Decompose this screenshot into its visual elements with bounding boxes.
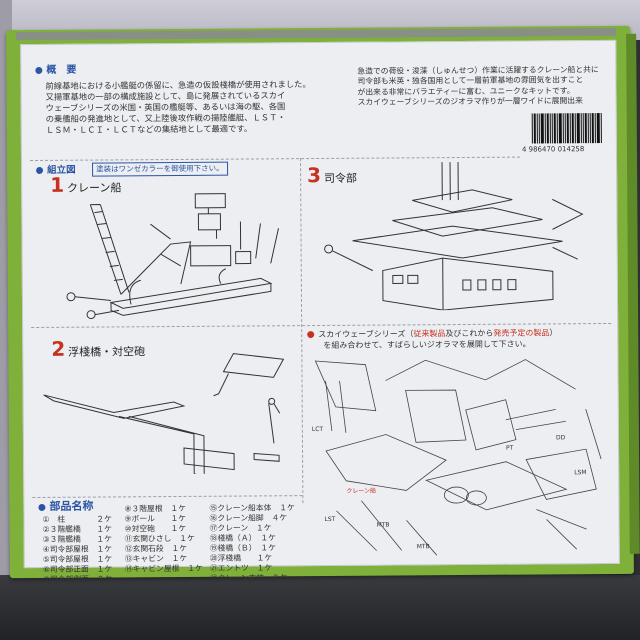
overview-line: ＬＳＭ・ＬＣＩ・ＬＣＴなどの集結地として最適です。 xyxy=(45,123,253,135)
map-label: PT xyxy=(506,445,514,452)
part-item: ⑥司令部正面 １ケ xyxy=(42,564,113,574)
part-item: ③３階艦橋 １ケ xyxy=(42,534,113,544)
part-item: ⑦司令部側面 ２ケ xyxy=(42,574,113,584)
map-label: LCT xyxy=(312,426,324,433)
part-item: ⑭キャビン屋根 １ケ xyxy=(124,563,203,574)
table-surface xyxy=(0,575,640,640)
divider xyxy=(32,495,303,499)
model-kit-box: 概 要 前線基地における小艦艇の係留に、急造の仮設棧橋が使用されました。 又揚軍… xyxy=(6,25,640,584)
bullet-icon xyxy=(307,331,315,339)
part-item: ㉒クレーン支柱 ２ケ xyxy=(209,573,288,583)
parts-column-1: ① 柱 ２ケ ②３階艦橋 １ケ ③３階艦橋 １ケ ④司令部屋根 １ケ ⑤司令部屋… xyxy=(42,514,112,584)
part-item: ⑤司令部屋根 １ケ xyxy=(42,554,113,564)
map-label: MTB xyxy=(377,522,390,529)
overview-left-text: 前線基地における小艦艇の係留に、急造の仮設棧橋が使用されました。 又揚軍基地の一… xyxy=(45,79,345,136)
pontoon-pier-diagram xyxy=(43,353,285,475)
divider xyxy=(299,158,304,504)
part-item: ⑫玄関石段 １ケ xyxy=(124,543,188,554)
map-label: MTB xyxy=(417,543,430,550)
map-label: LST xyxy=(324,516,335,523)
part-item: ⑮クレーン船本体 １ケ xyxy=(209,503,295,513)
part-item: ⑲棧橋（Ｂ） １ケ xyxy=(209,543,277,553)
part-item: ㉑エントツ １ケ xyxy=(209,563,273,573)
parts-column-3: ⑮クレーン船本体 １ケ ⑯クレーン船脚 ４ケ ⑰クレーン １ケ ⑱棧橋（Ａ） １… xyxy=(209,503,295,584)
barcode xyxy=(531,113,603,144)
part-item: ⑬キャビン １ケ xyxy=(124,553,188,564)
diorama-map-diagram: LCT LST MTB MTB LSM DD PT クレーン船 xyxy=(312,359,602,556)
bullet-icon xyxy=(38,503,46,511)
instruction-panel: 概 要 前線基地における小艦艇の係留に、急造の仮設棧橋が使用されました。 又揚軍… xyxy=(20,39,620,584)
series-heading: スカイウェーブシリーズ（従来製品及びこれから発売予定の製品） xyxy=(307,328,557,340)
bullet-icon xyxy=(36,166,44,174)
overview-right-text: 急造での荷役・浚渫（しゅんせつ）作業に活躍するクレーン船と共に 司令部も米英・独… xyxy=(357,65,607,108)
overview-line: スカイウェーブシリーズのジオラマ作りが一層ワイドに展開出来 xyxy=(357,96,583,107)
part-item: ⑱棧橋（Ａ） １ケ xyxy=(209,533,276,543)
part-item: ⑧３階屋根 １ケ xyxy=(124,503,187,514)
parts-column-2: ⑧３階屋根 １ケ ⑨ボール １ケ ⑩対空砲 １ケ ⑪玄関ひさし １ケ ⑫玄関石段… xyxy=(124,504,202,575)
overview-heading: 概 要 xyxy=(35,65,76,78)
part-item: ④司令部屋根 １ケ xyxy=(42,544,113,554)
part-item: ① 柱 ２ケ xyxy=(42,514,112,524)
parts-heading: 部品名称 xyxy=(38,500,93,514)
part-item: ⑳浮棧橋 １ケ xyxy=(209,553,273,563)
map-label: DD xyxy=(556,434,566,441)
barcode-number: 4 986470 014258 xyxy=(521,145,585,154)
part-item: ⑩対空砲 １ケ xyxy=(124,523,187,534)
part-item: ⑪玄関ひさし １ケ xyxy=(124,533,195,544)
bullet-icon xyxy=(35,66,43,74)
part-item: ⑰クレーン １ケ xyxy=(209,523,272,533)
part-item: ⑨ボール １ケ xyxy=(124,513,187,524)
crane-ship-diagram xyxy=(66,193,279,320)
part-item: ②３階艦橋 １ケ xyxy=(42,524,112,534)
map-label: LSM xyxy=(574,469,586,476)
box-side-edge xyxy=(626,33,640,554)
part-item: ⑯クレーン船脚 ４ケ xyxy=(209,513,288,523)
box-top-strip xyxy=(16,27,617,41)
map-label: クレーン船 xyxy=(346,487,376,495)
headquarters-diagram xyxy=(324,162,584,311)
